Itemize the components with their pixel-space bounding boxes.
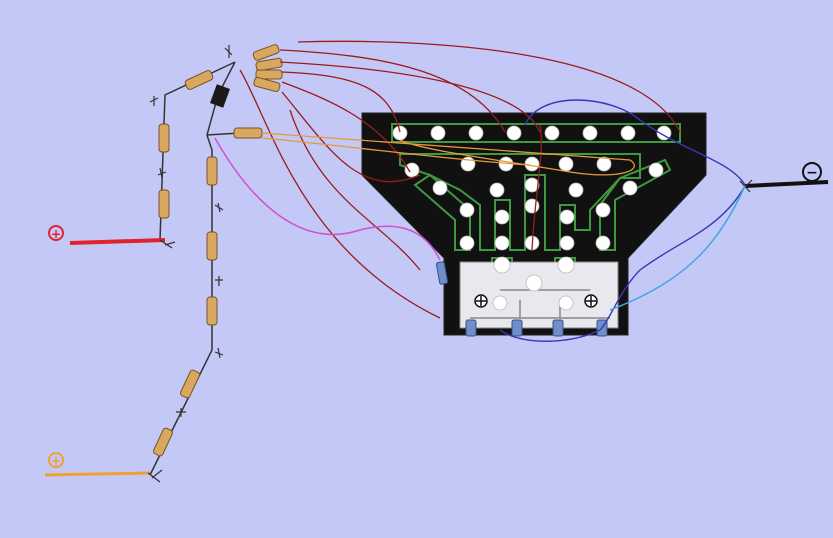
led bbox=[559, 235, 575, 251]
resistor bbox=[184, 70, 214, 90]
led bbox=[525, 274, 543, 292]
led bbox=[492, 295, 508, 311]
resistor bbox=[233, 127, 263, 139]
junction-ticks bbox=[149, 45, 233, 417]
transistor bbox=[465, 319, 477, 337]
led bbox=[459, 202, 475, 218]
led bbox=[544, 125, 560, 141]
led bbox=[459, 235, 475, 251]
led bbox=[558, 295, 574, 311]
led bbox=[620, 125, 636, 141]
capacitor bbox=[435, 261, 449, 285]
led bbox=[430, 125, 446, 141]
led bbox=[595, 235, 611, 251]
transistor bbox=[511, 319, 523, 337]
led bbox=[432, 180, 448, 196]
resistor bbox=[253, 76, 281, 93]
resistor bbox=[206, 296, 218, 326]
led bbox=[557, 256, 575, 274]
negative-terminal-icon bbox=[802, 162, 822, 182]
led bbox=[468, 125, 484, 141]
connector-traces bbox=[470, 289, 610, 319]
transistor bbox=[552, 319, 564, 337]
led bbox=[506, 125, 522, 141]
resistor bbox=[206, 231, 218, 261]
resistor bbox=[153, 427, 173, 457]
led bbox=[494, 235, 510, 251]
diode bbox=[210, 84, 230, 108]
led bbox=[404, 162, 420, 178]
resistor bbox=[158, 189, 170, 219]
negative-lead bbox=[744, 180, 829, 188]
led bbox=[622, 180, 638, 196]
resistors bbox=[153, 44, 283, 457]
positive-lead-orange bbox=[44, 471, 151, 477]
led bbox=[524, 198, 540, 214]
wires-blue bbox=[499, 99, 746, 342]
screw-terminal-left bbox=[474, 294, 488, 308]
wires-orange bbox=[261, 132, 635, 176]
led bbox=[558, 156, 574, 172]
negative-terminal-label: − bbox=[806, 165, 818, 181]
resistor bbox=[252, 44, 280, 61]
screw-terminal-right bbox=[584, 294, 598, 308]
led bbox=[595, 202, 611, 218]
resistor bbox=[206, 156, 218, 186]
led bbox=[524, 177, 540, 193]
positive-terminal-red-label: + bbox=[51, 227, 61, 241]
led bbox=[392, 125, 408, 141]
led bbox=[648, 162, 664, 178]
led bbox=[596, 156, 612, 172]
positive-terminal-red-icon bbox=[48, 225, 64, 241]
led-array bbox=[392, 125, 672, 311]
led bbox=[489, 182, 505, 198]
wire-magenta bbox=[214, 137, 441, 261]
led bbox=[494, 209, 510, 225]
resistor bbox=[158, 123, 170, 153]
positive-lead-red bbox=[69, 238, 166, 245]
led bbox=[568, 182, 584, 198]
led bbox=[524, 156, 540, 172]
led bbox=[493, 256, 511, 274]
wire-cyan bbox=[609, 185, 746, 311]
positive-terminal-orange-label: + bbox=[51, 454, 61, 468]
positive-terminal-orange-icon bbox=[48, 452, 64, 468]
resistor bbox=[255, 69, 283, 80]
wires-red bbox=[239, 40, 681, 319]
led bbox=[582, 125, 598, 141]
resistor bbox=[180, 369, 200, 399]
led bbox=[559, 209, 575, 225]
